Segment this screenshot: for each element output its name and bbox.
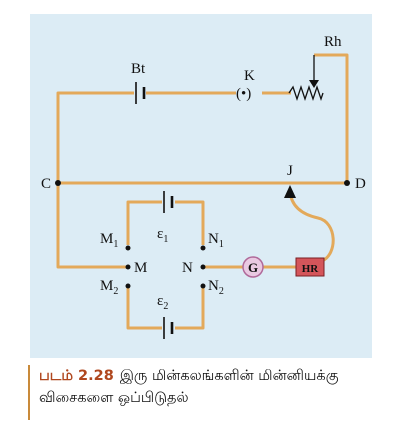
terminal-m <box>125 264 131 270</box>
battery-label: Bt <box>131 61 146 77</box>
cell-e1 <box>163 191 174 213</box>
galvanometer <box>242 256 264 278</box>
wire-c-to-m <box>56 183 128 269</box>
terminal-m1 <box>125 245 131 251</box>
m1-label: M1 <box>100 231 118 250</box>
figure-number: படம் 2.28 <box>39 368 114 384</box>
jockey-label: J <box>287 163 293 179</box>
n1-label: N1 <box>208 231 224 250</box>
emf1-label: ε1 <box>157 226 168 245</box>
key-label: K <box>244 68 255 84</box>
wire-m1-cell1 <box>126 200 162 245</box>
n2-label: N2 <box>208 278 224 297</box>
wire-hr-to-jockey <box>288 190 335 263</box>
point-c-label: C <box>41 176 51 192</box>
key-symbol: (•) <box>236 86 251 102</box>
primary-circuit <box>56 53 349 185</box>
rheostat-slider-arrow-icon <box>309 80 319 88</box>
terminal-n1 <box>200 245 206 251</box>
wire-left-top <box>56 91 134 183</box>
wire-m2-cell2 <box>126 288 162 330</box>
caption-text: இரு மின்கலங்களின் மின்னியக்கு விசைகளை ஒப… <box>39 368 339 406</box>
rheostat-zigzag <box>288 84 324 102</box>
wire-cell2-n2 <box>175 288 205 330</box>
terminal-n2 <box>200 283 206 289</box>
high-resistance-label: HR <box>302 263 320 275</box>
switch-terminals <box>125 245 206 289</box>
m2-label: M2 <box>100 278 118 297</box>
diagram-panel <box>30 14 372 358</box>
n-label: N <box>182 260 193 276</box>
point-d-label: D <box>355 176 366 192</box>
junction-d-dot <box>344 180 350 186</box>
cell-e2 <box>163 317 174 339</box>
junction-c-dot <box>55 180 61 186</box>
secondary-circuit <box>56 183 335 330</box>
rheostat-label: Rh <box>324 34 342 50</box>
emf2-label: ε2 <box>157 293 168 312</box>
terminal-n <box>200 264 206 270</box>
m-label: M <box>134 260 147 276</box>
jockey-arrow-icon <box>284 185 296 198</box>
terminal-m2 <box>125 283 131 289</box>
battery-bt <box>135 82 146 104</box>
wire-cell1-n1 <box>175 200 205 245</box>
galvanometer-label: G <box>248 260 258 275</box>
high-resistance-box <box>295 257 325 277</box>
wire-rheostat-right <box>314 53 349 183</box>
